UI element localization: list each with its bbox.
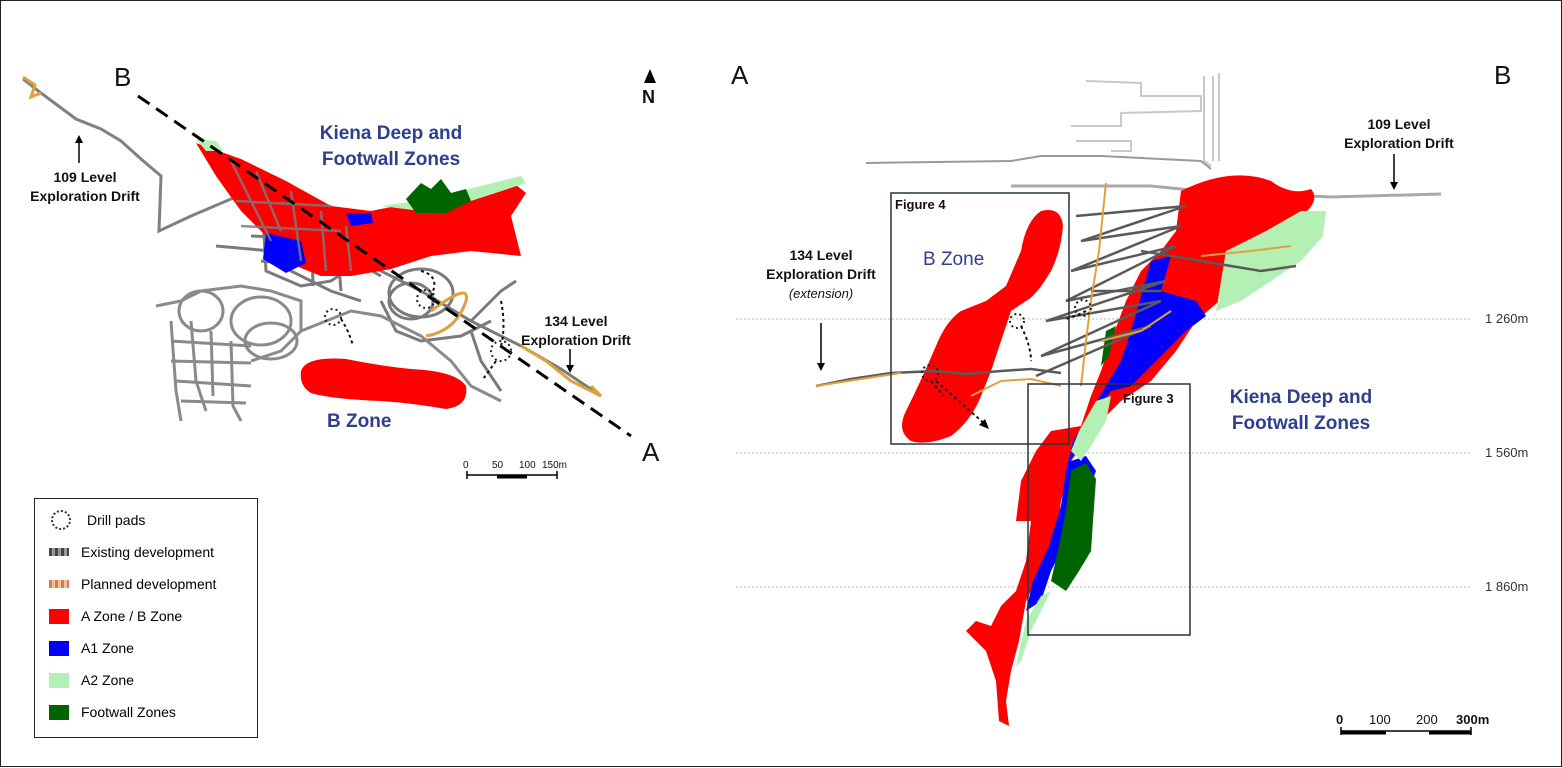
plan-109-drift-planned xyxy=(22,75,42,100)
plan-a1-zone xyxy=(263,233,306,273)
section-scale-bar xyxy=(1340,727,1472,735)
plan-a1-zone-b xyxy=(346,213,373,226)
a-zone-swatch-icon xyxy=(49,608,69,624)
plan-b-zone xyxy=(300,358,467,409)
section-right-end-label: B xyxy=(1494,60,1512,90)
planned-development-swatch-icon xyxy=(49,580,69,588)
elevation-1560: 1 560m xyxy=(1485,445,1529,460)
legend-label: A2 Zone xyxy=(81,672,134,688)
plan-b-zone-label: B Zone xyxy=(327,411,392,432)
plan-drill-pad xyxy=(324,308,342,326)
plan-scale-bar xyxy=(466,471,558,479)
figure-3-label: Figure 3 xyxy=(1123,391,1174,406)
plan-scale-150: 150m xyxy=(542,460,568,471)
north-label: N xyxy=(642,87,655,107)
elevation-1860: 1 860m xyxy=(1485,579,1529,594)
section-drill-pad xyxy=(1009,313,1025,329)
legend: Drill pads Existing development Planned … xyxy=(34,498,258,738)
section-kiena-label-line1: Kiena Deep and xyxy=(1229,387,1373,408)
plan-134-drift-label-line1: 134 Level xyxy=(544,313,608,329)
section-109-drift-label-line2: Exploration Drift xyxy=(1344,135,1454,151)
plan-109-drift xyxy=(22,77,257,234)
section-scale-100: 100 xyxy=(1369,712,1391,727)
plan-drill-pad xyxy=(490,340,512,362)
legend-item-footwall-zones: Footwall Zones xyxy=(49,701,176,723)
plan-kiena-label-line2: Footwall Zones xyxy=(321,149,461,170)
plan-scale-0: 0 xyxy=(463,460,469,471)
section-109-drift xyxy=(1011,184,1442,199)
legend-label: Planned development xyxy=(81,576,217,592)
section-b-zone xyxy=(902,210,1063,443)
legend-label: A Zone / B Zone xyxy=(81,608,183,624)
legend-item-planned-development: Planned development xyxy=(49,573,216,595)
section-left-end-label: A xyxy=(731,60,749,90)
section-end-b-label: B xyxy=(114,62,132,92)
plan-109-drift-label-line1: 109 Level xyxy=(53,169,117,185)
dotted-circle-icon xyxy=(51,510,71,530)
plan-drill-pad xyxy=(416,289,436,309)
a2-zone-swatch-icon xyxy=(49,672,69,688)
plan-kiena-label: Kiena Deep and Footwall Zones xyxy=(301,121,481,173)
section-a2-zone-lower xyxy=(1016,396,1111,666)
plan-southwest-development xyxy=(155,284,502,422)
a1-zone-swatch-icon xyxy=(49,640,69,656)
section-existing-development xyxy=(815,204,1297,388)
section-scale-0: 0 xyxy=(1336,712,1344,727)
section-134-drift-label-line2: Exploration Drift xyxy=(766,266,876,282)
legend-label: Footwall Zones xyxy=(81,704,176,720)
section-b-zone-label: B Zone xyxy=(923,249,985,270)
north-arrow-icon xyxy=(644,69,656,83)
section-kiena-label: Kiena Deep and Footwall Zones xyxy=(1211,385,1391,437)
legend-label: A1 Zone xyxy=(81,640,134,656)
plan-kiena-label-line1: Kiena Deep and xyxy=(319,123,463,144)
section-line xyxy=(137,94,632,438)
plan-footwall-zone xyxy=(406,179,471,213)
legend-label: Drill pads xyxy=(87,512,146,528)
elevation-1260: 1 260m xyxy=(1485,311,1529,326)
section-end-a-label: A xyxy=(642,437,660,467)
legend-item-existing-development: Existing development xyxy=(49,541,214,563)
section-a2-zone xyxy=(1216,211,1326,311)
plan-view-graphics xyxy=(22,69,656,479)
legend-item-a-zone-b-zone: A Zone / B Zone xyxy=(49,605,182,627)
section-footwall-zone xyxy=(1051,463,1096,591)
section-scale-200: 200 xyxy=(1416,712,1438,727)
section-109-drift-label: 109 Level Exploration Drift xyxy=(1333,115,1465,153)
plan-109-drift-label: 109 Level Exploration Drift xyxy=(21,168,149,206)
legend-label: Existing development xyxy=(81,544,215,560)
figure-4-label: Figure 4 xyxy=(895,197,946,212)
plan-scale-100: 100 xyxy=(519,460,536,471)
figure-3-box xyxy=(1027,383,1191,636)
section-134-drift-label-line1: 134 Level xyxy=(789,247,853,263)
section-134-drift-note: (extension) xyxy=(788,286,854,301)
figure-4-box xyxy=(890,192,1070,445)
section-scale-300: 300m xyxy=(1456,712,1490,727)
legend-item-a1-zone: A1 Zone xyxy=(49,637,134,659)
section-drill-pad xyxy=(1074,299,1092,317)
section-134-drift-label: 134 Level Exploration Drift (extension) xyxy=(761,246,881,303)
plan-134-drift-label: 134 Level Exploration Drift xyxy=(511,312,641,350)
section-kiena-label-line2: Footwall Zones xyxy=(1231,413,1371,434)
plan-134-drift-planned xyxy=(520,344,603,398)
section-drill-pad xyxy=(921,364,939,382)
plan-109-drift-label-line2: Exploration Drift xyxy=(30,188,140,204)
section-109-drift-label-line1: 109 Level xyxy=(1367,116,1431,132)
section-view-graphics xyxy=(736,73,1472,735)
legend-item-drill-pads: Drill pads xyxy=(49,509,145,531)
footwall-zones-swatch-icon xyxy=(49,704,69,720)
plan-scale-50: 50 xyxy=(492,460,504,471)
plan-134-drift-label-line2: Exploration Drift xyxy=(521,332,631,348)
legend-item-a2-zone: A2 Zone xyxy=(49,669,134,691)
existing-development-swatch-icon xyxy=(49,548,69,556)
